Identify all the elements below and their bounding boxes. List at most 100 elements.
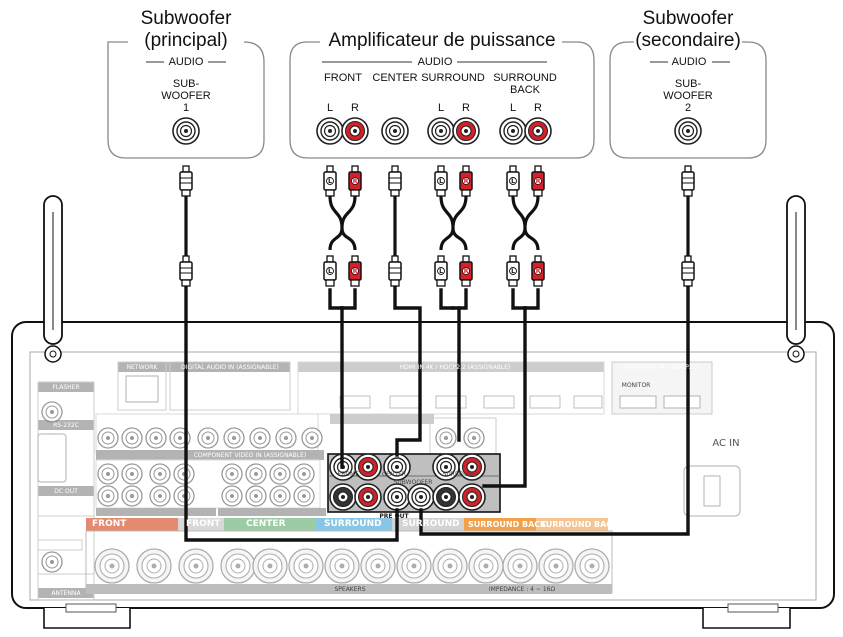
plug-letters: L R L R L R L R L R L R	[328, 178, 541, 275]
pre-out-sb-r	[354, 483, 382, 511]
svg-text:R: R	[536, 268, 541, 275]
pre-out-sb-l2	[432, 483, 460, 511]
subwoofer-2-subtitle: (secondaire)	[635, 30, 741, 51]
front-l-label: L	[326, 102, 334, 114]
subwoofer-1-port-label-a: SUB-	[172, 78, 200, 90]
svg-text:R: R	[353, 178, 358, 185]
subwoofer-1-port-label-c: 1	[182, 102, 190, 114]
y-cables	[184, 195, 690, 256]
subwoofer-2-jack	[674, 117, 702, 145]
speaker-bar-front-l	[178, 518, 224, 531]
subwoofer-2-title: Subwoofer	[642, 8, 734, 29]
ac-in-label: AC IN	[712, 438, 740, 449]
surround-r-label: R	[462, 102, 470, 114]
speaker-surround-r-text: SURROUND	[324, 519, 382, 529]
svg-text:L: L	[439, 178, 443, 185]
subwoofer-2-port-label-b: WOOFER	[663, 90, 713, 102]
antenna-block	[37, 539, 83, 551]
surround-back-r-label: R	[534, 102, 542, 114]
antenna-left	[43, 195, 63, 363]
cable-subwoofer-1	[184, 280, 399, 542]
front-l-jack	[316, 117, 344, 145]
svg-text:L: L	[328, 178, 332, 185]
network-label: NETWORK	[126, 364, 158, 371]
cable-center	[393, 280, 422, 457]
subwoofer-1-jack	[172, 117, 200, 145]
svg-text:L: L	[328, 268, 332, 275]
cable-subwoofer-2	[419, 280, 690, 536]
monitor-label: MONITOR	[621, 382, 651, 389]
subwoofer-2-port-label-a: SUB-	[674, 78, 702, 90]
subwoofer-1-audio-label: AUDIO	[168, 56, 204, 68]
surround-back-r-jack	[524, 117, 552, 145]
channel-surround-back-line2: BACK	[510, 84, 540, 96]
surround-back-l-label: L	[509, 102, 517, 114]
subwoofer-2-port-label-c: 2	[684, 102, 692, 114]
speaker-front-l-text: FRONT	[186, 519, 221, 529]
receiver-foot-right	[702, 608, 791, 629]
pre-out-sb-l	[329, 483, 357, 511]
cables	[184, 280, 690, 542]
pre-out-center-label: CENTER	[381, 471, 407, 478]
speaker-front-r-text: FRONT	[92, 519, 127, 529]
svg-text:R: R	[464, 178, 469, 185]
digital-audio-label: DIGITAL AUDIO IN (ASSIGNABLE)	[181, 364, 279, 371]
antenna-right	[786, 195, 806, 363]
svg-text:R: R	[536, 178, 541, 185]
receiver-inner-frame	[29, 351, 817, 601]
speaker-bar-surround-l	[392, 518, 464, 531]
speaker-sback-r-text: SURROUND BACK	[468, 520, 547, 529]
rear-panel-details	[37, 361, 741, 601]
foot-pad	[727, 603, 779, 613]
surround-r-jack	[452, 117, 480, 145]
pre-out-label: PRE OUT	[379, 513, 409, 520]
speaker-bar-center	[224, 518, 316, 531]
front-r-jack	[341, 117, 369, 145]
speaker-surround-l-text: SURROUND	[402, 519, 460, 529]
subwoofer-2-box	[609, 41, 767, 159]
surround-l-jack	[427, 117, 455, 145]
pre-out-subwoofer-label: SUBWOOFER	[393, 479, 433, 486]
channel-center: CENTER	[372, 72, 418, 84]
speakers-label: SPEAKERS	[334, 586, 366, 593]
flasher-label: FLASHER	[52, 384, 80, 391]
speaker-bar-front-r	[86, 518, 178, 531]
surround-l-label: L	[437, 102, 445, 114]
channel-surround: SURROUND	[421, 72, 485, 84]
hdmi-out-label: HDMI OUT 4K / HDCP2.2	[625, 364, 699, 371]
subwoofer-1-box	[107, 41, 265, 159]
receiver-foot-left	[43, 608, 131, 629]
svg-text:L: L	[511, 268, 515, 275]
rs232-label: RS-232C	[53, 422, 79, 429]
speaker-bar-surround-r	[316, 518, 392, 531]
cable-front-down	[328, 288, 344, 310]
svg-text:R: R	[464, 268, 469, 275]
channel-surround-back: SURROUND	[493, 72, 557, 84]
front-r-label: R	[351, 102, 359, 114]
cable-surround-back	[482, 306, 527, 488]
antenna-label: ANTENNA	[51, 590, 81, 597]
subwoofer-1-title: Subwoofer	[140, 8, 232, 29]
hdmi-in-label: HDMI IN 4K / HDCP2.2 (ASSIGNABLE)	[399, 364, 511, 371]
svg-text:L: L	[511, 178, 515, 185]
svg-text:L: L	[439, 268, 443, 275]
foot-pad	[65, 603, 117, 613]
component-video-label: COMPONENT VIDEO IN (ASSIGNABLE)	[193, 452, 307, 459]
center-jack	[381, 117, 409, 145]
impedance-label: IMPEDANCE : 4 ~ 16Ω	[488, 586, 556, 593]
svg-text:R: R	[353, 268, 358, 275]
amplifier-title: Amplificateur de puissance	[328, 30, 556, 51]
plugs-bottom	[179, 255, 695, 287]
subwoofer-1-port-label-b: WOOFER	[161, 90, 211, 102]
speaker-center-text: CENTER	[246, 519, 286, 529]
speakers-label-bar	[86, 584, 612, 594]
amplifier-audio-label: AUDIO	[417, 56, 453, 68]
pre-out-subwoofer-1	[383, 483, 411, 511]
plugs-top	[179, 165, 695, 197]
subwoofer-1-subtitle: (principal)	[144, 30, 228, 51]
pre-out-surround-label: SURROUND	[442, 471, 478, 478]
speaker-bar-sback-r	[464, 518, 536, 531]
channel-front: FRONT	[324, 72, 362, 84]
subwoofer-2-audio-label: AUDIO	[671, 56, 707, 68]
